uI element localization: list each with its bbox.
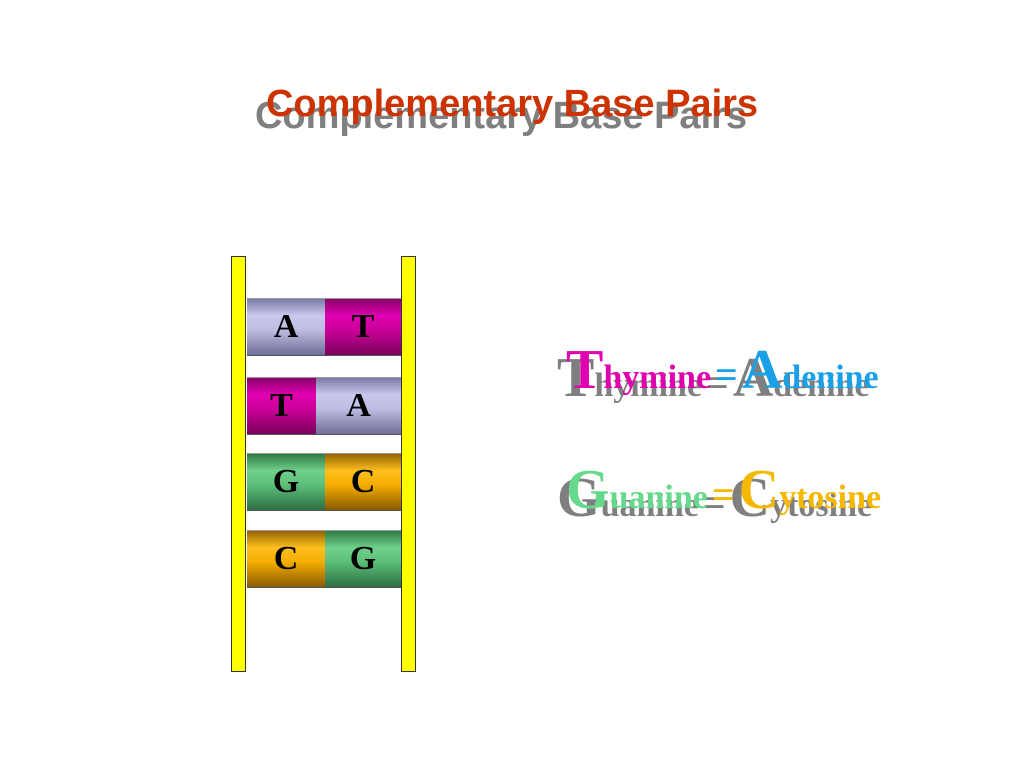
page-title: Complementary Base Pairs — [265, 83, 759, 125]
base-thymine: T — [247, 377, 316, 435]
base-adenine: A — [316, 377, 401, 435]
base-adenine: A — [247, 298, 325, 356]
guanine-cytosine-shadow: Guanine = Cytosine — [557, 466, 872, 530]
shadow-letter: T — [557, 347, 595, 409]
guanine-initial: G — [566, 459, 610, 521]
right-backbone-rail — [401, 256, 416, 672]
equals-sign: = — [715, 352, 738, 397]
shadow-letter: G — [557, 467, 601, 529]
shadow-letter: A — [732, 347, 774, 409]
cytosine-initial: C — [738, 459, 780, 521]
base-guanine: G — [247, 453, 325, 511]
guanine-label: uanine — [609, 479, 708, 516]
cytosine-label: ytosine — [779, 479, 882, 516]
shadow-letter: C — [729, 467, 771, 529]
guanine-cytosine-pair: Guanine = Cytosine — [566, 458, 881, 522]
base-cytosine: C — [247, 530, 325, 588]
title-block: Complementary Base Pairs Complementary B… — [0, 82, 1024, 142]
base-thymine: T — [325, 298, 401, 356]
adenine-label: denine — [782, 359, 879, 396]
left-backbone-rail — [231, 256, 246, 672]
base-guanine: G — [325, 530, 401, 588]
thymine-label: hymine — [603, 359, 712, 396]
shadow-equals: = — [702, 480, 726, 525]
thymine-adenine-shadow: Thymine = Adenine — [557, 346, 870, 410]
thymine-initial: T — [566, 339, 604, 401]
shadow-equals: = — [706, 360, 729, 405]
equals-sign: = — [711, 472, 735, 517]
page-title-shadow: Complementary Base Pairs — [254, 95, 748, 137]
adenine-initial: A — [741, 339, 783, 401]
shadow-text: ytosine — [770, 487, 873, 524]
shadow-text: denine — [773, 367, 870, 404]
shadow-text: hymine — [594, 367, 703, 404]
base-cytosine: C — [325, 453, 401, 511]
thymine-adenine-pair: Thymine = Adenine — [566, 338, 879, 402]
shadow-text: uanine — [600, 487, 699, 524]
